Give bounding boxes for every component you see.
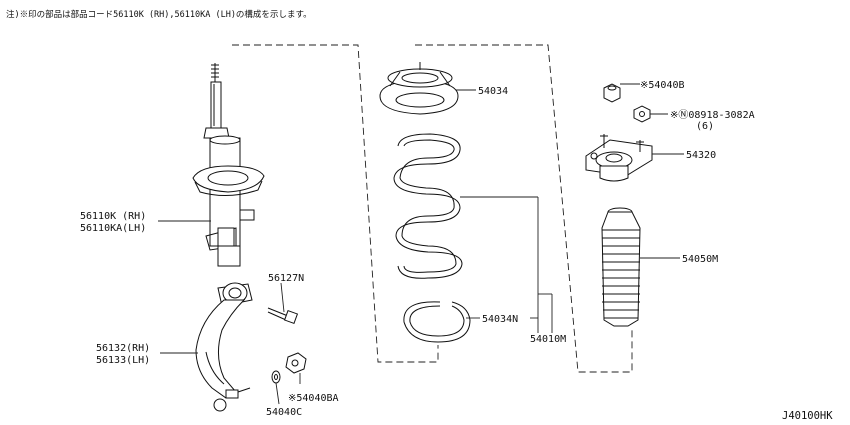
label-56127n: 56127N bbox=[268, 273, 304, 284]
strut-kit-boundary bbox=[232, 44, 439, 363]
diagram-code: J40100HK bbox=[782, 410, 833, 422]
label-56133: 56133(LH) bbox=[96, 355, 150, 366]
label-08918: ※Ⓝ08918-3082A bbox=[670, 109, 755, 121]
label-54320: 54320 bbox=[686, 150, 716, 161]
label-08918-qty: (6) bbox=[696, 121, 714, 132]
bolt-56127n-illustration bbox=[267, 307, 299, 325]
label-54050m: 54050M bbox=[682, 254, 718, 265]
label-54010m: 54010M bbox=[530, 334, 566, 345]
label-54034n: 54034N bbox=[482, 314, 518, 325]
dust-boot-illustration bbox=[601, 207, 641, 327]
leader-lines bbox=[158, 83, 684, 405]
label-54040c: 54040C bbox=[266, 407, 302, 418]
strut-mount-illustration bbox=[585, 134, 653, 182]
lower-arm-illustration bbox=[195, 282, 253, 412]
label-54040ba: ※54040BA bbox=[288, 393, 339, 404]
header-note: 注)※印の部品は部品コード56110K (RH),56110KA (LH)の構成… bbox=[6, 9, 312, 20]
nut-washer-illustration bbox=[271, 352, 307, 384]
label-56110-lh: 56110KA(LH) bbox=[80, 223, 146, 234]
strut-assembly-illustration bbox=[192, 63, 265, 267]
nut-08918-illustration bbox=[633, 105, 651, 123]
label-56132: 56132(RH) bbox=[96, 343, 150, 354]
label-54034: 54034 bbox=[478, 86, 508, 97]
nut-54040b-illustration bbox=[603, 83, 621, 103]
label-54040b: ※54040B bbox=[640, 80, 685, 91]
spring-kit-boundary bbox=[415, 44, 633, 373]
rubber-seat-illustration bbox=[403, 301, 471, 343]
coil-spring-illustration bbox=[393, 133, 463, 279]
spring-seat-illustration bbox=[379, 62, 459, 115]
label-56110-rh: 56110K (RH) bbox=[80, 211, 146, 222]
